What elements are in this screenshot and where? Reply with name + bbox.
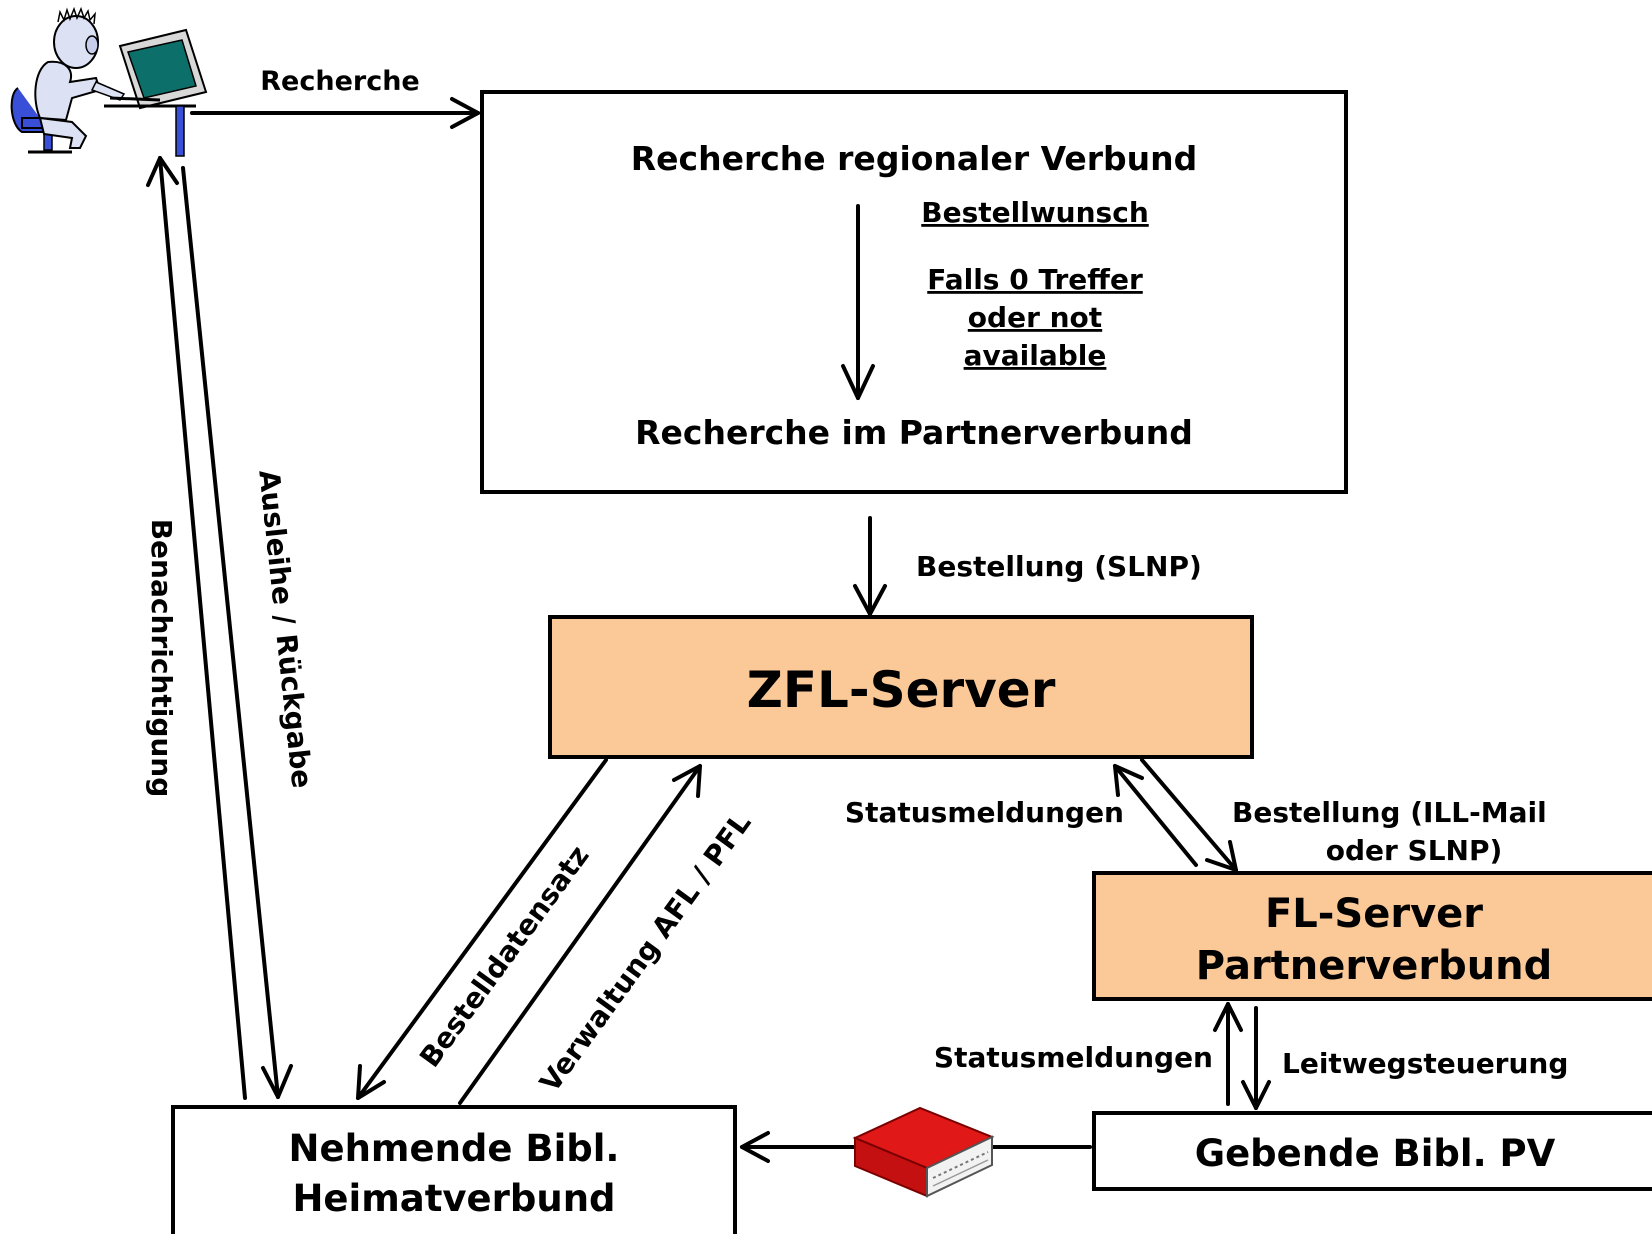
statusmeldungen-zfl-arrow <box>1113 764 1198 867</box>
bestellung-ill-label-line1: Bestellung (ILL-Mail <box>1232 796 1547 829</box>
statusmeldungen-fl-label: Statusmeldungen <box>934 1041 1213 1074</box>
fl-server-box: FL-Server Partnerverbund <box>1092 871 1652 1001</box>
partner-search-arrow <box>841 204 875 400</box>
falls-label-line2: oder not <box>968 301 1102 334</box>
gebende-title: Gebende Bibl. PV <box>1195 1132 1556 1175</box>
fl-server-line2: Partnerverbund <box>1196 943 1553 989</box>
statusmeldungen-fl-arrow <box>1213 1002 1243 1106</box>
zfl-server-title: ZFL-Server <box>747 661 1056 719</box>
fl-server-line1: FL-Server <box>1265 891 1483 937</box>
verwaltung-arrow <box>458 764 702 1105</box>
zfl-server-box: ZFL-Server <box>548 615 1254 759</box>
recherche-label: Recherche <box>260 66 420 97</box>
regional-box-title: Recherche regionaler Verbund <box>631 139 1198 178</box>
nehmende-bibliothek-box: Nehmende Bibl. Heimatverbund <box>171 1105 737 1234</box>
red-book-icon <box>852 1106 995 1198</box>
falls-label-line3: available <box>964 339 1107 372</box>
bestelldatensatz-arrow <box>356 758 608 1100</box>
benachrichtigung-label: Benachrichtigung <box>145 519 178 798</box>
person-at-computer-icon <box>10 6 208 157</box>
bestellung-slnp-arrow <box>853 516 887 616</box>
benachrichtigung-arrow <box>146 156 247 1100</box>
ausleihe-arrow <box>181 166 293 1099</box>
bestellung-ill-label-line2: oder SLNP) <box>1326 834 1503 867</box>
leitwegsteuerung-arrow <box>1241 1006 1271 1110</box>
partner-search-label: Recherche im Partnerverbund <box>635 413 1193 452</box>
nehmende-line1: Nehmende Bibl. <box>289 1127 620 1170</box>
leitwegsteuerung-label: Leitwegsteuerung <box>1282 1047 1568 1080</box>
gebende-bibliothek-box: Gebende Bibl. PV <box>1092 1111 1652 1191</box>
bestellwunsch-label: Bestellwunsch <box>921 196 1149 229</box>
recherche-arrow <box>190 97 480 129</box>
bestellung-ill-arrow <box>1140 758 1238 872</box>
falls-label-line1: Falls 0 Treffer <box>927 263 1143 296</box>
ausleihe-label: Ausleihe / Rückgabe <box>252 468 318 789</box>
nehmende-line2: Heimatverbund <box>292 1177 615 1220</box>
bestellung-slnp-label: Bestellung (SLNP) <box>916 550 1202 583</box>
statusmeldungen-zfl-label: Statusmeldungen <box>845 796 1124 829</box>
regional-search-box: Recherche regionaler Verbund Bestellwuns… <box>480 90 1348 494</box>
